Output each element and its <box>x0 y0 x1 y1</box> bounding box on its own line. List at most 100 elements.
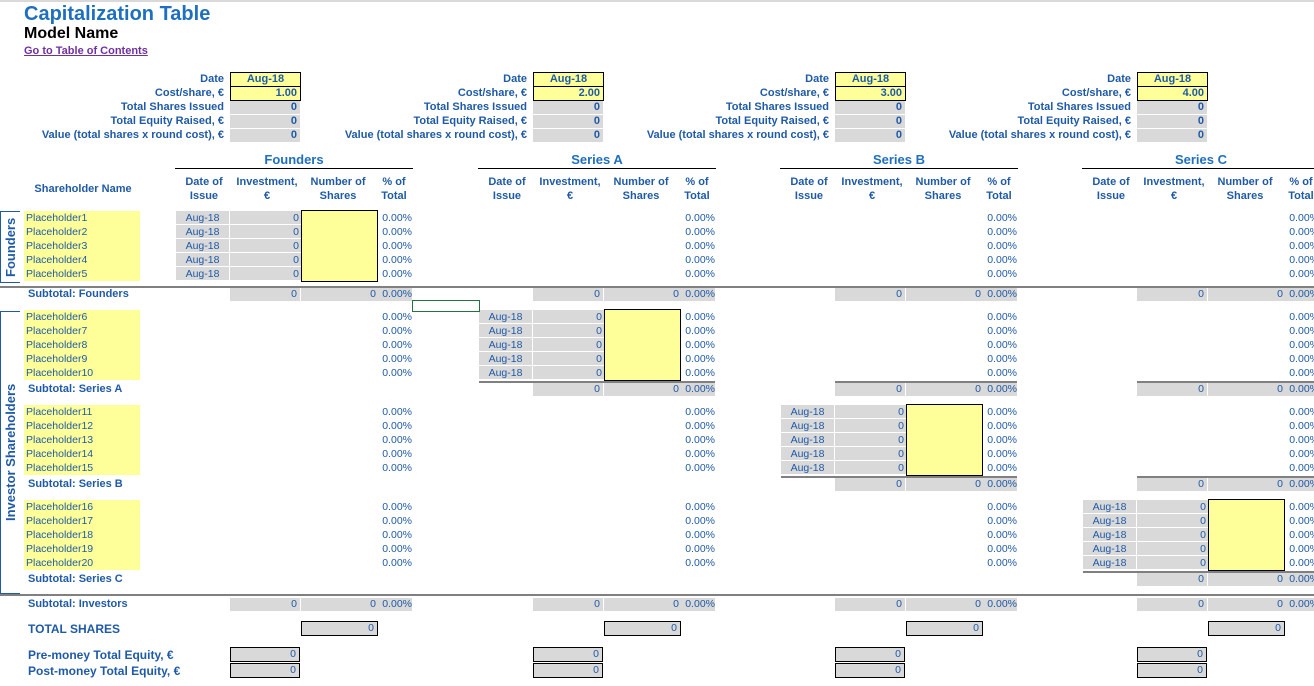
issue-date-cell: Aug-18 <box>176 239 229 253</box>
pct-of-total-cell: 0.00% <box>1289 268 1314 280</box>
round-cost-input[interactable]: 2.00 <box>533 86 604 101</box>
round-title-underline <box>478 168 716 169</box>
shareholder-name-input[interactable]: Placeholder6 <box>24 310 140 324</box>
pct-of-total-cell: 0.00% <box>987 529 1017 541</box>
pct-of-total-cell: 0.00% <box>382 406 412 418</box>
round-date-input[interactable]: Aug-18 <box>1137 72 1208 87</box>
investors-subtotal-pct: 0.00% <box>378 598 412 611</box>
shareholder-name-input[interactable]: Placeholder8 <box>24 338 140 352</box>
shares-input-box[interactable] <box>604 309 681 381</box>
shareholder-name-input[interactable]: Placeholder19 <box>24 542 140 556</box>
shares-input-box[interactable] <box>1208 499 1285 571</box>
summary-label-value: Value (total shares x round cost), € <box>646 129 829 141</box>
pct-of-total-cell: 0.00% <box>1289 557 1314 569</box>
shares-input-box[interactable] <box>301 210 378 282</box>
subtotal-separator <box>1137 476 1314 478</box>
investment-cell: 0 <box>1137 528 1208 542</box>
pre-money-cell: 0 <box>835 647 905 662</box>
shareholder-name-input[interactable]: Placeholder13 <box>24 433 140 447</box>
round-date-input[interactable]: Aug-18 <box>835 72 906 87</box>
pct-of-total-cell: 0.00% <box>1289 353 1314 365</box>
pct-of-total-cell: 0.00% <box>685 529 715 541</box>
summary-label-value: Value (total shares x round cost), € <box>344 129 527 141</box>
issue-date-cell: Aug-18 <box>176 253 229 267</box>
table-of-contents-link[interactable]: Go to Table of Contents <box>24 45 148 57</box>
issue-date-cell: Aug-18 <box>176 225 229 239</box>
subtotal-pct: 0.00% <box>1285 288 1314 301</box>
investment-cell: 0 <box>533 366 604 380</box>
pct-of-total-cell: 0.00% <box>1289 212 1314 224</box>
shareholder-name-input[interactable]: Placeholder5 <box>24 267 140 281</box>
round-value: 0 <box>533 129 603 142</box>
investment-cell: 0 <box>1137 542 1208 556</box>
subtotal-investment: 0 <box>1137 478 1207 491</box>
subtotal-investment: 0 <box>1137 288 1207 301</box>
round-date-input[interactable]: Aug-18 <box>230 72 301 87</box>
summary-label-date: Date <box>503 73 527 85</box>
col-header-date: Date of Issue <box>185 176 223 202</box>
shareholder-name-input[interactable]: Placeholder18 <box>24 528 140 542</box>
investors-subtotal-shares: 0 <box>301 598 378 611</box>
shareholder-name-input[interactable]: Placeholder16 <box>24 500 140 514</box>
shareholder-name-input[interactable]: Placeholder1 <box>24 211 140 225</box>
pct-of-total-cell: 0.00% <box>1289 529 1314 541</box>
summary-label-total-equity: Total Equity Raised, € <box>1017 115 1132 127</box>
issue-date-cell: Aug-18 <box>781 447 834 461</box>
subtotal-investors-label: Subtotal: Investors <box>28 598 128 610</box>
investors-subtotal-pct: 0.00% <box>1285 598 1314 611</box>
total-shares-cell: 0 <box>906 621 983 636</box>
pct-of-total-cell: 0.00% <box>382 353 412 365</box>
shareholder-name-input[interactable]: Placeholder10 <box>24 366 140 380</box>
shareholder-name-input[interactable]: Placeholder20 <box>24 556 140 570</box>
shareholder-name-input[interactable]: Placeholder14 <box>24 447 140 461</box>
shareholder-name-input[interactable]: Placeholder7 <box>24 324 140 338</box>
col-header-pct: % of Total <box>381 176 407 202</box>
pct-of-total-cell: 0.00% <box>987 406 1017 418</box>
pct-of-total-cell: 0.00% <box>987 543 1017 555</box>
investment-cell: 0 <box>835 419 906 433</box>
summary-label-value: Value (total shares x round cost), € <box>948 129 1131 141</box>
post-money-cell: 0 <box>1137 663 1207 678</box>
shareholder-name-input[interactable]: Placeholder12 <box>24 419 140 433</box>
founders-subtotal-separator <box>0 286 1314 288</box>
round-cost-input[interactable]: 1.00 <box>230 86 301 101</box>
subtotal-pct: 0.00% <box>681 383 715 396</box>
issue-date-cell: Aug-18 <box>479 310 532 324</box>
round-cost-input[interactable]: 3.00 <box>835 86 906 101</box>
pct-of-total-cell: 0.00% <box>685 254 715 266</box>
subtotal-pct: 0.00% <box>1285 478 1314 491</box>
pct-of-total-cell: 0.00% <box>382 529 412 541</box>
shareholder-name-input[interactable]: Placeholder2 <box>24 225 140 239</box>
shareholder-name-input[interactable]: Placeholder15 <box>24 461 140 475</box>
investment-cell: 0 <box>533 352 604 366</box>
round-title-underline <box>175 168 413 169</box>
shares-input-box[interactable] <box>906 404 983 476</box>
subtotal-separator <box>1137 381 1314 383</box>
round-cost-input[interactable]: 4.00 <box>1137 86 1208 101</box>
selected-cell[interactable] <box>412 300 480 312</box>
subtotal-label: Subtotal: Series A <box>28 383 123 395</box>
pct-of-total-cell: 0.00% <box>685 212 715 224</box>
shareholder-name-input[interactable]: Placeholder4 <box>24 253 140 267</box>
shareholder-name-input[interactable]: Placeholder3 <box>24 239 140 253</box>
pct-of-total-cell: 0.00% <box>685 515 715 527</box>
pct-of-total-cell: 0.00% <box>1289 254 1314 266</box>
issue-date-cell: Aug-18 <box>176 267 229 281</box>
round-title-underline <box>1082 168 1314 169</box>
summary-label-total-equity: Total Equity Raised, € <box>715 115 830 127</box>
pct-of-total-cell: 0.00% <box>987 311 1017 323</box>
shareholder-name-input[interactable]: Placeholder11 <box>24 405 140 419</box>
round-date-input[interactable]: Aug-18 <box>533 72 604 87</box>
pct-of-total-cell: 0.00% <box>382 339 412 351</box>
pct-of-total-cell: 0.00% <box>987 339 1017 351</box>
shareholder-name-header: Shareholder Name <box>34 183 132 195</box>
pre-money-cell: 0 <box>230 647 300 662</box>
pct-of-total-cell: 0.00% <box>987 515 1017 527</box>
shareholder-name-input[interactable]: Placeholder17 <box>24 514 140 528</box>
shareholder-name-input[interactable]: Placeholder9 <box>24 352 140 366</box>
summary-label-cost-share: Cost/share, € <box>457 87 527 99</box>
investment-cell: 0 <box>230 253 301 267</box>
subtotal-pct: 0.00% <box>983 288 1017 301</box>
issue-date-cell: Aug-18 <box>1083 528 1136 542</box>
investment-cell: 0 <box>230 267 301 281</box>
